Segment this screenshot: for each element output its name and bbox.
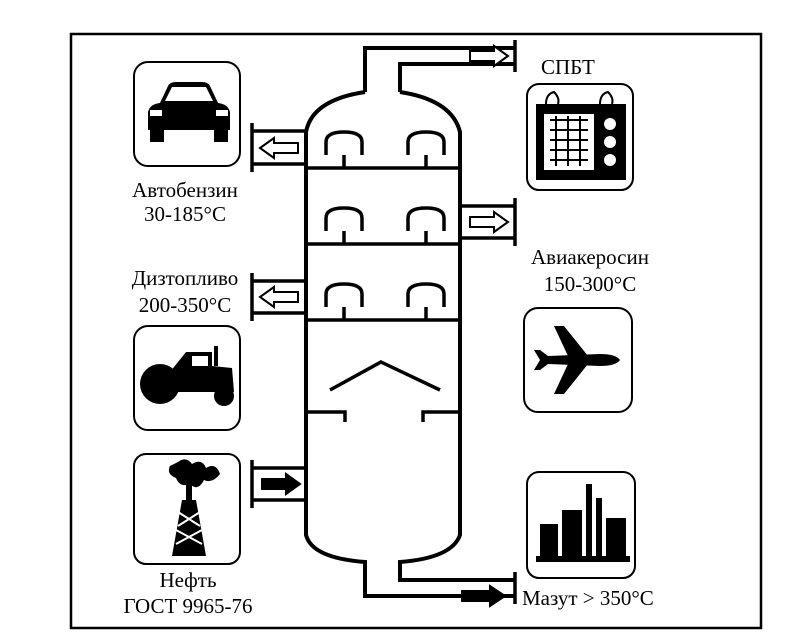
kerosene-outlet-arrow — [469, 210, 510, 234]
gasoline-product-range: 30-185°С — [144, 202, 226, 226]
gasoline-product-name: Автобензин — [132, 178, 238, 202]
diesel-outlet-arrow — [258, 285, 299, 309]
gasoline-outlet-arrow — [258, 136, 299, 160]
diesel-product-range: 200-350°С — [138, 293, 232, 317]
gas-product-label: СПБТ — [541, 55, 595, 79]
oil-well-icon — [133, 453, 241, 565]
feed-standard: ГОСТ 9965-76 — [123, 594, 253, 618]
flow-arrows — [258, 44, 510, 608]
diesel-product-name: Дизтопливо — [131, 266, 239, 290]
fuel-oil-outlet-arrow — [461, 584, 507, 608]
gas-stove-icon — [526, 83, 634, 191]
column-trays — [306, 130, 460, 422]
fuel-oil-product-label: Мазут > 350°С — [522, 586, 654, 610]
refinery-icon — [526, 471, 636, 579]
feed-name: Нефть — [159, 568, 217, 592]
gas-outlet-arrow — [469, 44, 510, 68]
airplane-icon — [523, 307, 633, 413]
tractor-icon — [133, 325, 241, 431]
kerosene-product-range: 150-300°С — [543, 272, 637, 296]
outlet-pipes — [250, 40, 517, 604]
kerosene-product-name: Авиакеросин — [531, 245, 649, 269]
car-icon — [133, 61, 241, 167]
distillation-column — [304, 46, 515, 598]
diagram-frame — [69, 32, 763, 630]
feed-inlet-arrow — [261, 472, 302, 496]
